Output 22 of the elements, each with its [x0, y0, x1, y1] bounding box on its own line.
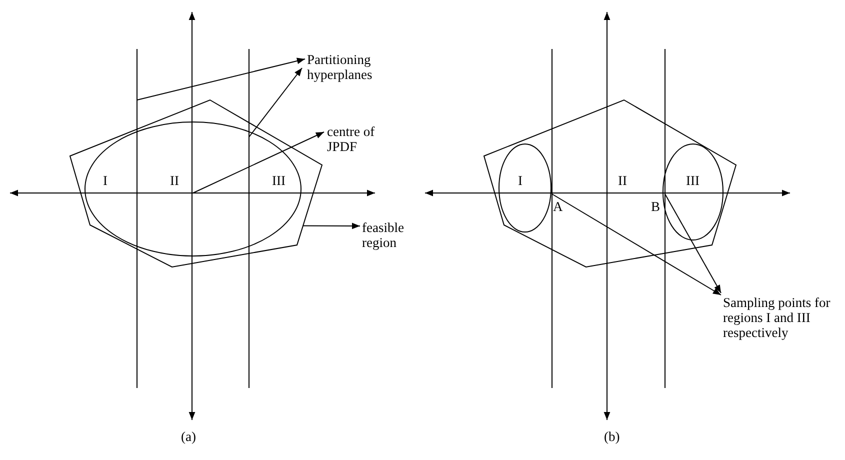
region-label: I: [103, 173, 108, 188]
leader-arrow: [302, 222, 360, 230]
leader-arrow: [136, 58, 306, 100]
annotation-text: Sampling points for regions I and III respectively: [723, 295, 843, 340]
region-label: II: [170, 173, 179, 188]
annotation-text: centre of JPDF: [327, 124, 397, 154]
region-label: I: [518, 173, 522, 188]
panel-label: (a): [181, 429, 196, 444]
leader-arrow: [664, 194, 722, 294]
annotation-text: feasible region: [362, 220, 422, 250]
hyperplane-line: [248, 48, 250, 388]
feasible-region-polygon: [69, 99, 323, 268]
region-label: III: [272, 173, 286, 188]
leader-arrow: [192, 132, 324, 194]
point-label: A: [553, 199, 567, 214]
leader-arrow: [552, 194, 722, 296]
region-label: III: [686, 173, 700, 188]
point-label: B: [651, 199, 665, 214]
panel-label: (b): [604, 429, 620, 444]
region-label: II: [618, 173, 627, 188]
hyperplane-line: [136, 48, 138, 388]
annotation-text: Partitioning hyperplanes: [307, 52, 417, 82]
